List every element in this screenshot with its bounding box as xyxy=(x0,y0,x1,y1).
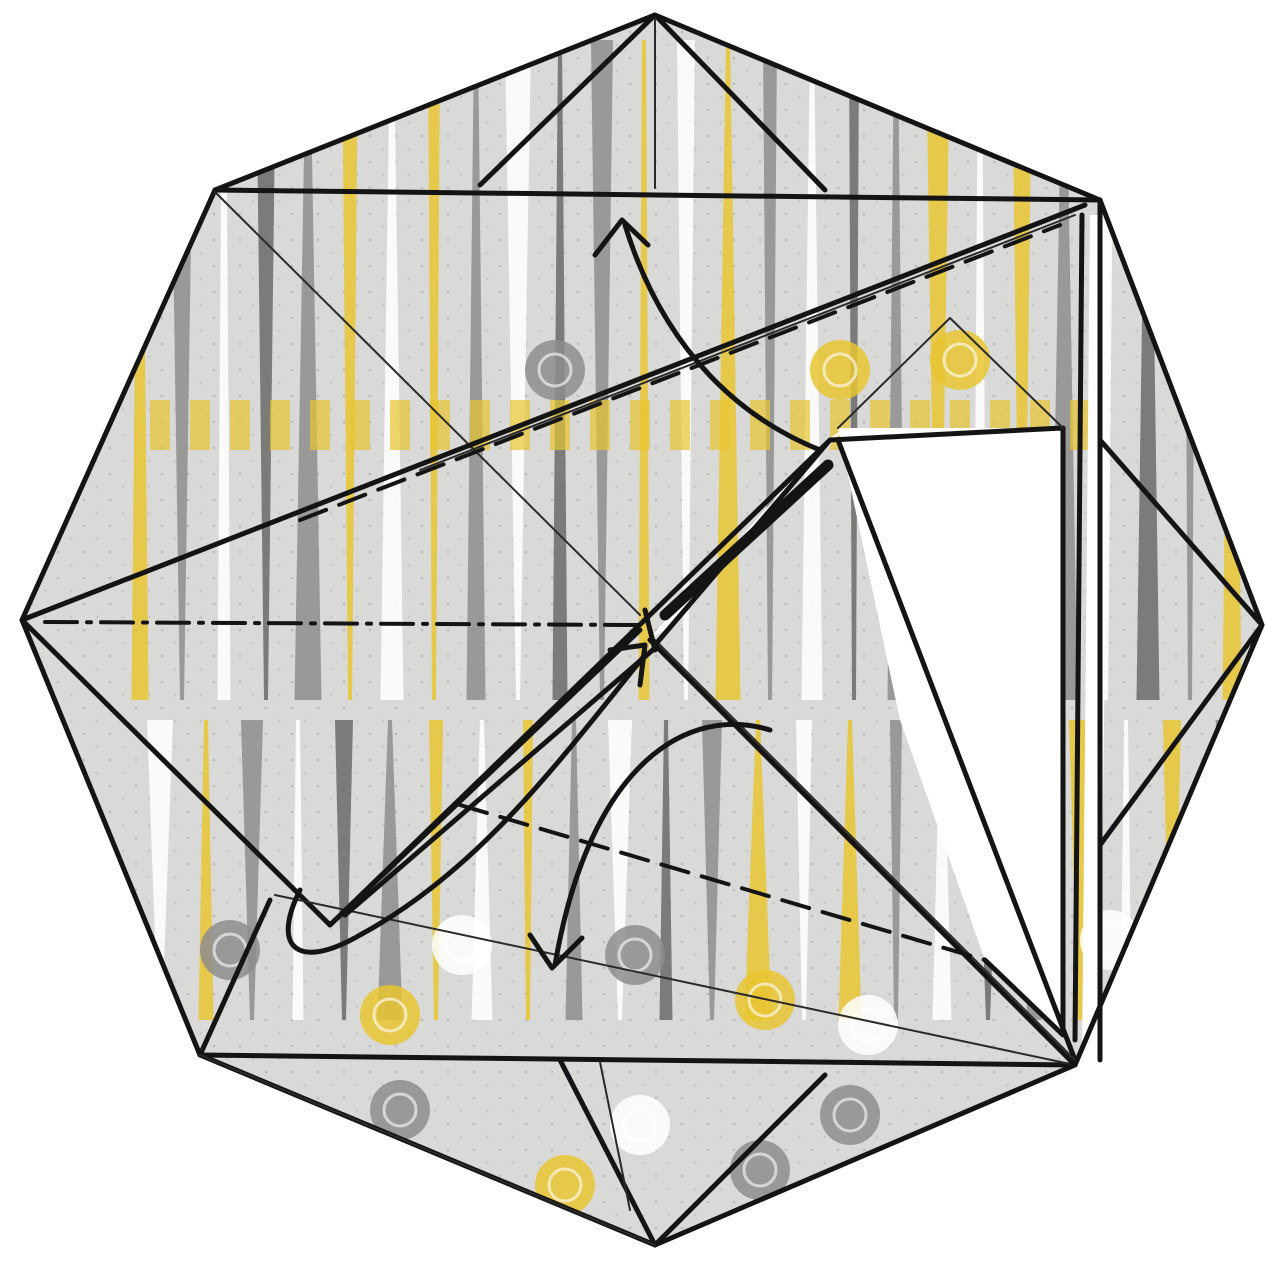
paper-stripe xyxy=(1206,720,1231,1020)
paper-dot xyxy=(810,340,870,400)
paper-dot xyxy=(930,330,990,390)
paper-dot xyxy=(525,340,585,400)
paper-dot xyxy=(610,1095,670,1155)
paper-dot xyxy=(820,1085,880,1145)
paper-dot xyxy=(200,920,260,980)
paper-checker xyxy=(310,400,330,450)
paper-checker xyxy=(190,400,210,450)
paper-checker xyxy=(430,400,450,450)
paper-checker xyxy=(710,400,730,450)
paper-checker xyxy=(150,400,170,450)
paper-checker xyxy=(390,400,410,450)
paper-checker xyxy=(670,400,690,450)
paper-stripe xyxy=(1163,720,1181,1020)
paper-dot xyxy=(432,915,492,975)
paper-checker xyxy=(350,400,370,450)
paper-checker xyxy=(630,400,650,450)
paper-checker xyxy=(270,400,290,450)
paper-checker xyxy=(230,400,250,450)
paper-dot xyxy=(360,985,420,1045)
